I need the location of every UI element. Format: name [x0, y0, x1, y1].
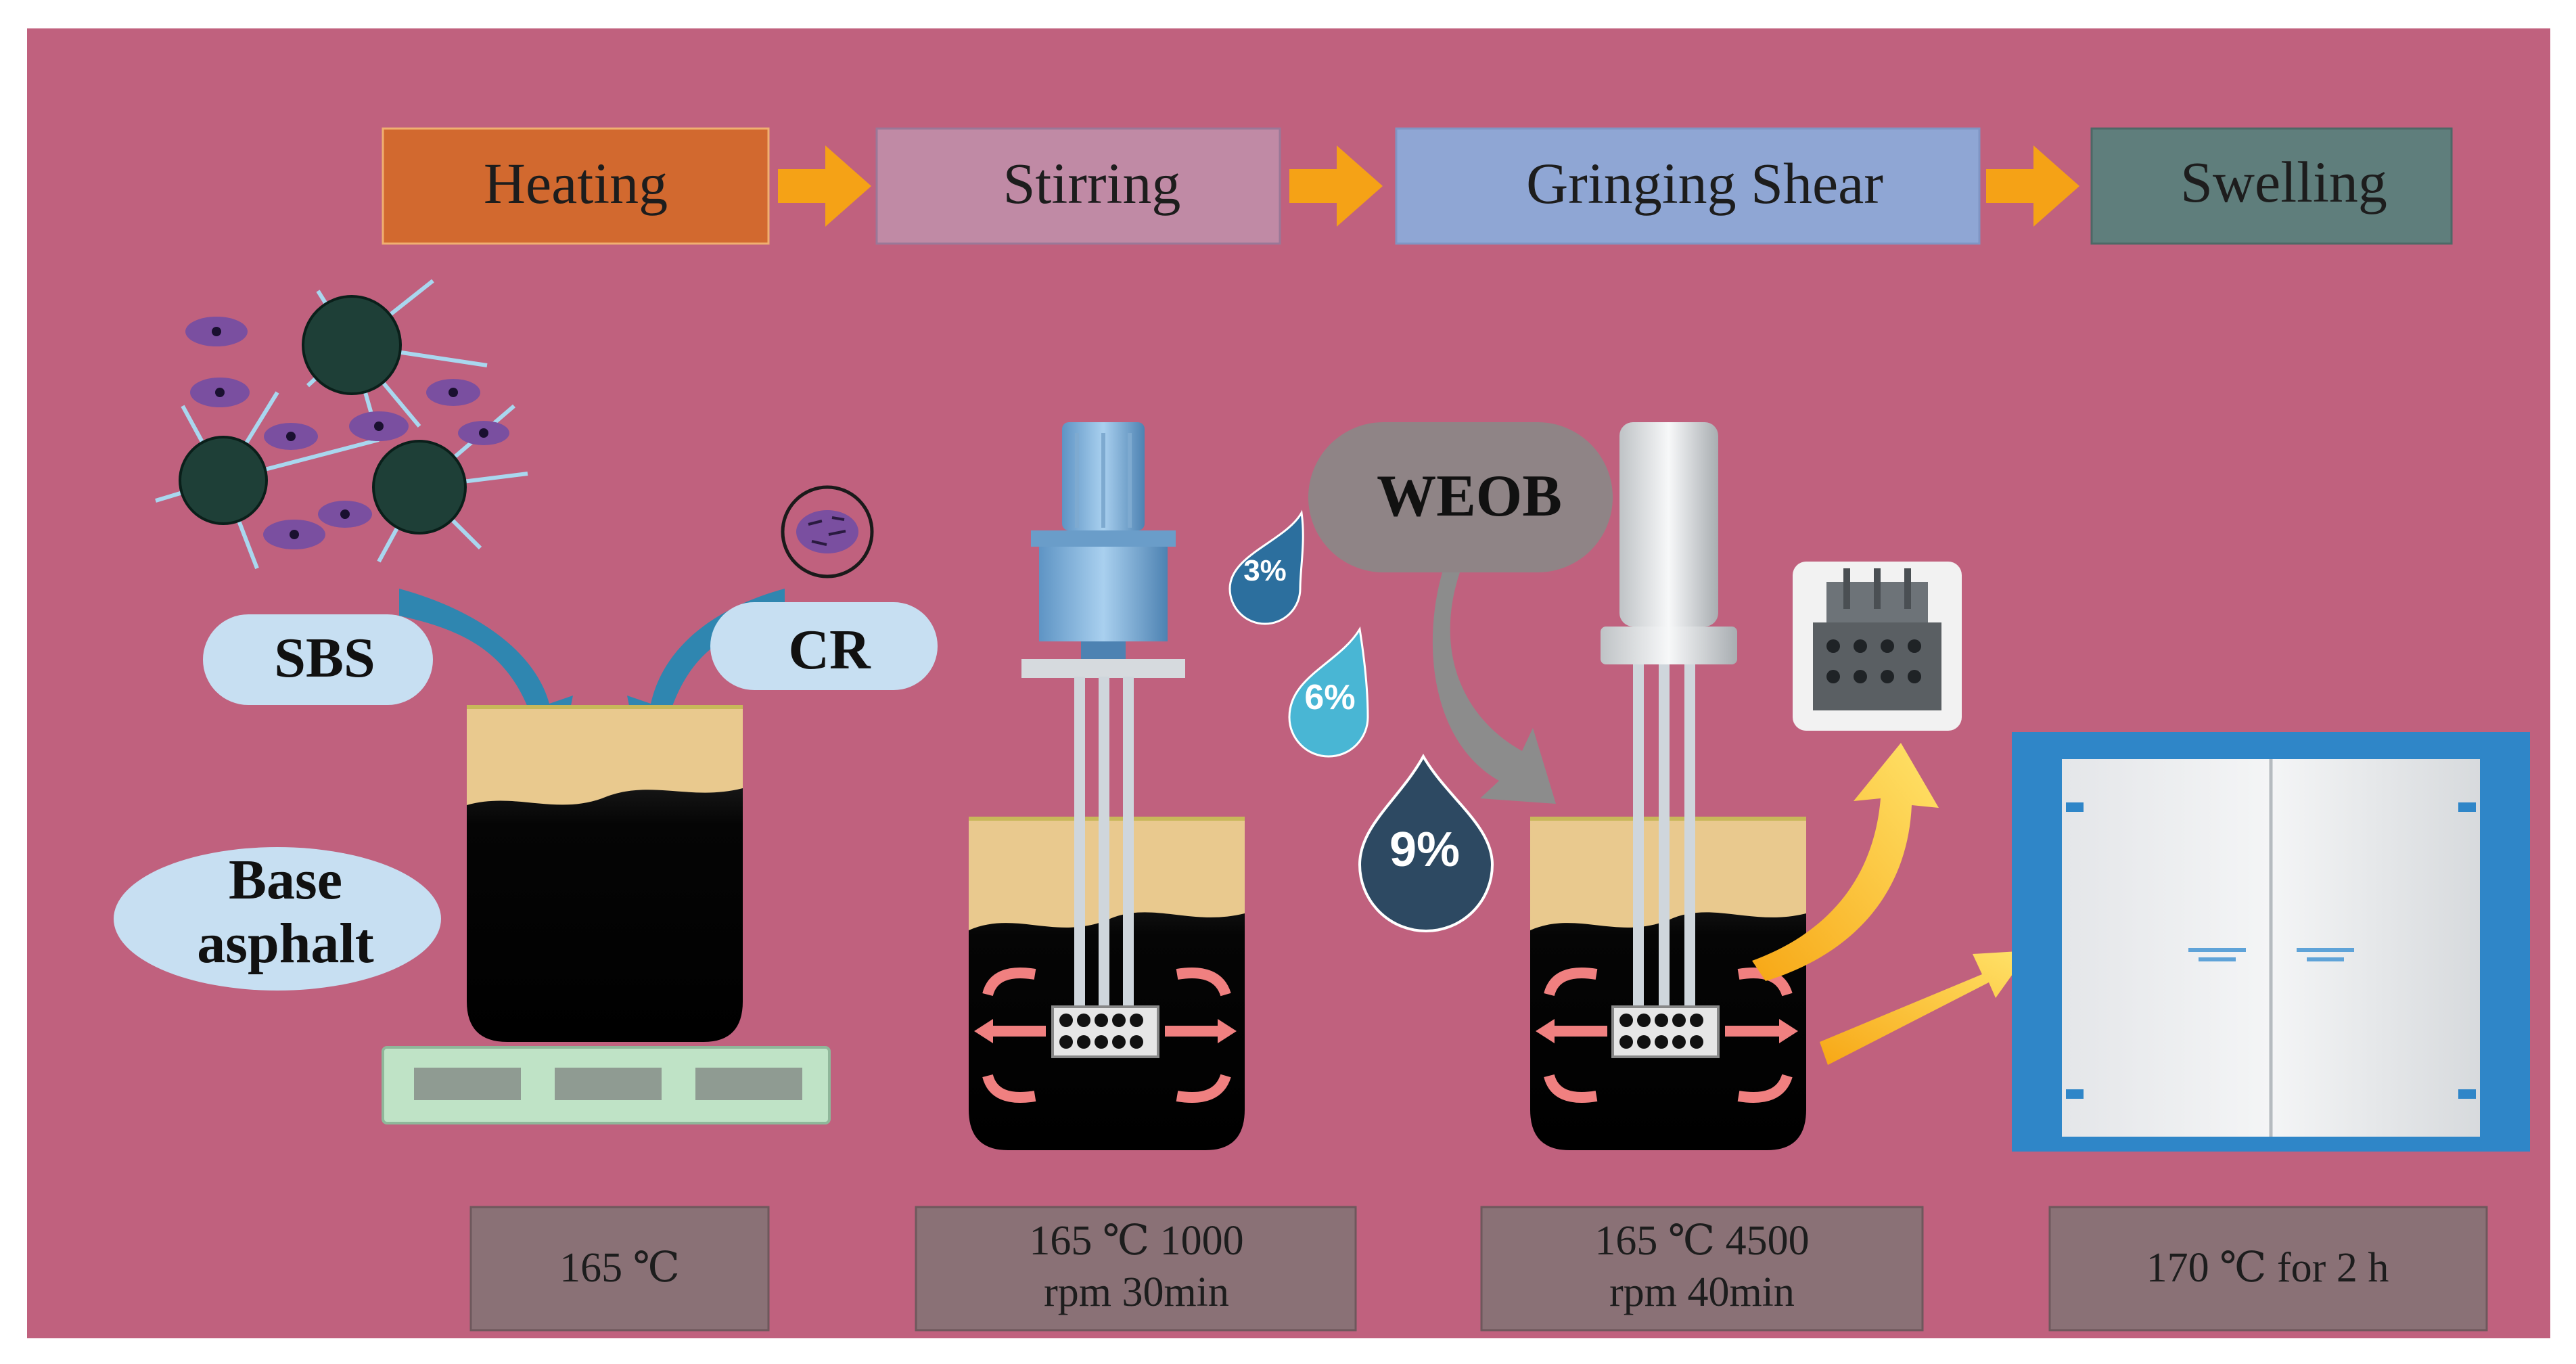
condition-swelling: 170 ℃ for 2 h	[2048, 1206, 2488, 1332]
step-stirring-box	[875, 127, 1281, 245]
droplet-icon: 3%	[1228, 509, 1304, 625]
step-grinding-shear-label: Gringing Shear	[1526, 151, 1883, 216]
stirring-flow-arrowheads	[974, 1019, 1237, 1043]
sbs-polymer-icon	[155, 279, 528, 570]
step-swelling-label: Swelling	[2180, 150, 2387, 214]
step-heating-box	[382, 127, 770, 245]
stirring-flow-arrows	[982, 968, 1231, 1103]
condition-shear: 165 ℃ 4500 rpm 40min	[1480, 1206, 1924, 1332]
step-stirring-label: Stirring	[1003, 151, 1181, 216]
heating-beaker	[467, 705, 743, 1042]
process-arrow-icon	[1986, 145, 2079, 227]
base-asphalt-label-line1: Base	[229, 848, 342, 911]
process-arrow-icon	[778, 145, 871, 227]
process-arrow-icon	[1289, 145, 1383, 227]
droplet-icon: 9%	[1358, 753, 1494, 932]
weob-feed-arrow	[1432, 572, 1556, 804]
cr-label: CR	[788, 618, 871, 681]
stirrer-head	[1051, 1005, 1159, 1058]
droplet-icon: 6%	[1288, 626, 1369, 758]
weob-bubble: WEOB	[1308, 422, 1613, 572]
step-heating-label: Heating	[484, 151, 668, 216]
sbs-label: SBS	[274, 627, 375, 689]
shear-motor	[1601, 422, 1737, 664]
shear-flow-arrowheads	[1536, 1019, 1798, 1043]
base-asphalt-bubble: Base asphalt	[114, 847, 441, 991]
shear-shaft	[1633, 664, 1695, 1008]
condition-stirring-line2: rpm 30min	[1044, 1269, 1229, 1315]
cr-bubble: CR	[710, 602, 938, 690]
condition-shear-line1: 165 ℃ 4500	[1594, 1218, 1809, 1264]
stirrer-shaft	[1074, 677, 1134, 1008]
shear-head-icon	[1793, 562, 1962, 731]
shear-rotor	[1611, 1005, 1720, 1058]
step-grinding-shear-box	[1395, 127, 1981, 245]
step-heating: Heating	[382, 127, 770, 245]
sbs-bubble: SBS	[203, 614, 433, 705]
step-stirring: Stirring	[875, 127, 1281, 245]
drop-9-label: 9%	[1389, 823, 1460, 877]
oven-pointer-arrow	[1820, 951, 2029, 1065]
shear-head-pointer-arrow	[1752, 743, 1939, 981]
heating-plate-icon	[382, 1046, 831, 1124]
condition-shear-line2: rpm 40min	[1609, 1269, 1795, 1315]
condition-stirring-line1: 165 ℃ 1000	[1029, 1218, 1243, 1264]
weob-label: WEOB	[1377, 463, 1562, 529]
step-swelling-box	[2090, 127, 2453, 245]
condition-heating: 165 ℃	[469, 1206, 770, 1332]
base-asphalt-label-line2: asphalt	[197, 912, 373, 975]
drop-6-label: 6%	[1304, 678, 1355, 717]
condition-swelling-text: 170 ℃ for 2 h	[2146, 1245, 2389, 1291]
process-steps-row: Heating Stirring Gringing Shear Swelling	[382, 127, 2453, 245]
drop-3-label: 3%	[1243, 554, 1287, 587]
drying-oven-icon	[2012, 732, 2530, 1152]
step-swelling: Swelling	[2090, 127, 2453, 245]
crumb-rubber-icon	[781, 485, 874, 578]
stirrer-motor-icon	[1021, 422, 1185, 678]
condition-heating-text: 165 ℃	[559, 1245, 680, 1291]
step-grinding-shear: Gringing Shear	[1395, 127, 1981, 245]
condition-stirring: 165 ℃ 1000 rpm 30min	[915, 1206, 1357, 1332]
